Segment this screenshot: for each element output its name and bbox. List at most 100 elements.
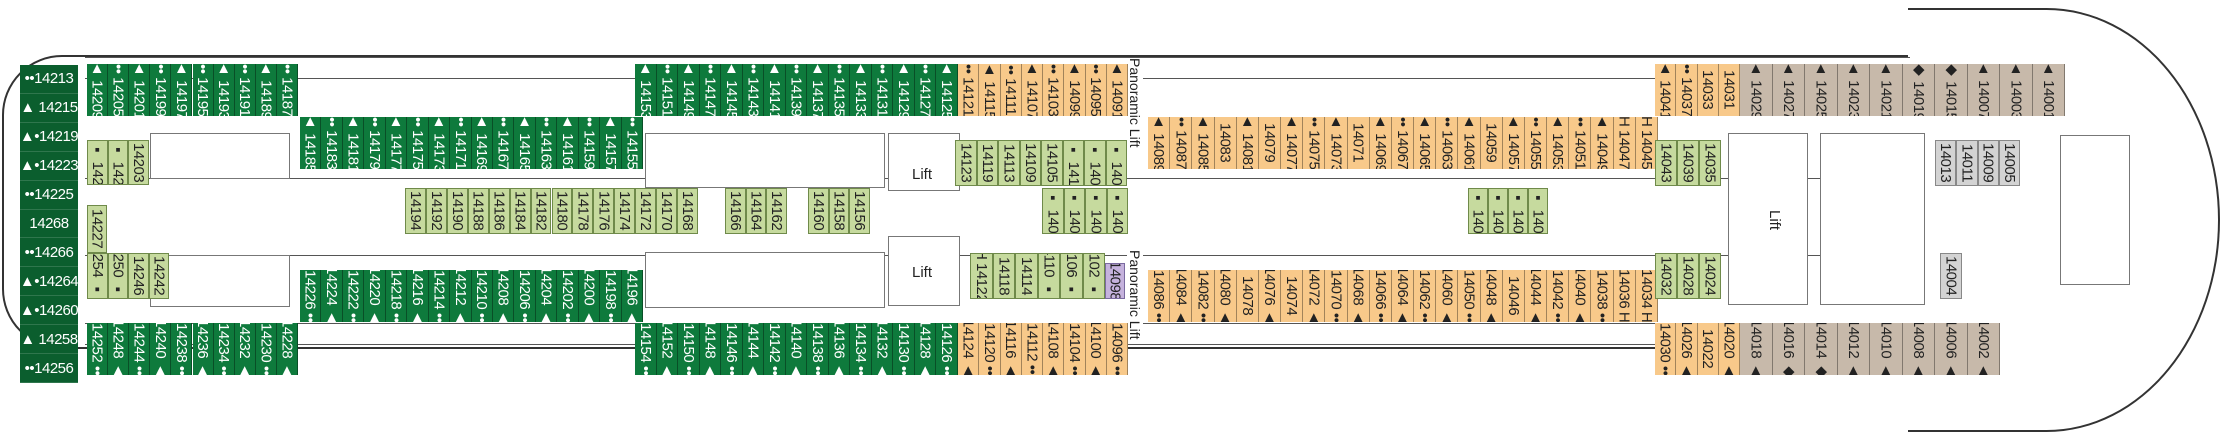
cabin-14192[interactable]: 14192 — [425, 188, 447, 234]
cabin-14119[interactable]: 14119 — [976, 140, 998, 186]
cabin-14134[interactable]: 14134 •• — [850, 323, 872, 375]
cabin-14086[interactable]: 14086 •• — [1148, 270, 1171, 322]
cabin-14024[interactable]: 14024 — [1699, 253, 1721, 299]
cabin-14209[interactable]: ▲ 14209 — [87, 64, 109, 116]
cabin-14191[interactable]: •• 14191 — [234, 64, 256, 116]
cabin-14250[interactable]: 14250 ▪▪ — [107, 253, 128, 299]
cabin-14156[interactable]: 14156 — [849, 188, 870, 234]
cabin-14011[interactable]: 14011 — [1956, 140, 1978, 186]
cabin-14057[interactable]: ▲ 14057 — [1502, 117, 1525, 169]
cabin-14097[interactable]: ▪▪ 14097 — [1084, 140, 1106, 186]
cabin-14063[interactable]: •• 14063 — [1436, 117, 1459, 169]
cabin-14047[interactable]: H 14047 — [1613, 117, 1636, 169]
cabin-14142[interactable]: 14142 •• — [764, 323, 786, 375]
cabin-14198[interactable]: 14198 •• — [600, 270, 622, 322]
cabin-14076[interactable]: 14076 ▲ — [1258, 270, 1282, 322]
cabin-14189[interactable]: ▲ 14189 — [255, 64, 277, 116]
cabin-14199[interactable]: •• 14199 — [150, 64, 172, 116]
cabin-14170[interactable]: 14170 — [656, 188, 678, 234]
cabin-14068[interactable]: 14068 ▲ — [1347, 270, 1370, 322]
cabin-14157[interactable]: ▲ 14157 — [600, 117, 622, 169]
cabin-14031[interactable]: 14031 — [1718, 64, 1740, 116]
cabin-14100[interactable]: 14100 ▲ — [1085, 323, 1107, 375]
cabin-14139[interactable]: •• 14139 — [785, 64, 808, 116]
cabin-14197[interactable]: ▲ 14197 — [171, 64, 193, 116]
cabin-14151[interactable]: •• 14151 — [656, 64, 679, 116]
cabin-14244[interactable]: 14244 •• — [129, 323, 151, 375]
cabin-14053[interactable]: ▲ 14053 — [1547, 117, 1570, 169]
cabin-14232[interactable]: 14232 ▲ — [234, 323, 256, 375]
cabin-14123[interactable]: 14123 — [955, 140, 977, 186]
cabin-14012[interactable]: 14012 ▲ — [1837, 323, 1870, 375]
cabin-14207[interactable]: ▪▪ 14207 — [107, 140, 129, 185]
cabin-14240[interactable]: 14240 ▲ — [150, 323, 172, 375]
cabin-14109[interactable]: 14109 — [1019, 140, 1041, 186]
cabin-14052[interactable]: ▪▪ 14052 — [1528, 188, 1548, 234]
cabin-14074[interactable]: 14074 — [1281, 270, 1304, 322]
cabin-14010[interactable]: 14010 ▲ — [1870, 323, 1903, 375]
cabin-14104[interactable]: 14104 •• — [1064, 323, 1086, 375]
cabin-14111[interactable]: •• 14111 — [1000, 64, 1022, 116]
cabin-14096[interactable]: 14096 •• — [1106, 323, 1128, 375]
cabin-14004[interactable]: 14004 — [1940, 253, 1962, 299]
cabin-14218[interactable]: 14218 •• — [385, 270, 408, 322]
cabin-14040[interactable]: 14040 ▲ — [1569, 270, 1592, 322]
cabin-14088[interactable]: ▪▪ 14088 — [1106, 188, 1128, 234]
cabin-14001[interactable]: ▲ 14001 — [2032, 64, 2065, 116]
cabin-14238[interactable]: 14238 •• — [171, 323, 193, 375]
cabin-14222[interactable]: 14222 •• — [342, 270, 365, 322]
cabin-14140[interactable]: 14140 ▲ — [785, 323, 808, 375]
cabin-14006[interactable]: 14006 ▲ — [1935, 323, 1968, 375]
cabin-14106[interactable]: 14106 ▪▪ — [1060, 253, 1083, 299]
cabin-14234[interactable]: 14234 •• — [213, 323, 235, 375]
cabin-14193[interactable]: ▲ 14193 — [213, 64, 235, 116]
cabin-14029[interactable]: ▲ 14029 — [1740, 64, 1773, 116]
cabin-14200[interactable]: 14200 ▲ — [578, 270, 601, 322]
cabin-14075[interactable]: •• 14075 — [1303, 117, 1326, 169]
cabin-14260[interactable]: ▲•14260 — [20, 296, 78, 326]
cabin-14032[interactable]: 14032 — [1655, 253, 1677, 299]
cabin-14020[interactable]: 14020 ▲ — [1718, 323, 1740, 375]
cabin-14122[interactable]: H 14122 — [970, 253, 993, 299]
cabin-14167[interactable]: •• 14167 — [492, 117, 515, 169]
cabin-14045[interactable]: H 14045 — [1635, 117, 1658, 169]
cabin-14210[interactable]: 14210 •• — [471, 270, 493, 322]
cabin-14181[interactable]: ▲ 14181 — [342, 117, 365, 169]
cabin-14165[interactable]: ▲ 14165 — [514, 117, 536, 169]
cabin-14054[interactable]: ▪▪ 14054 — [1508, 188, 1528, 234]
cabin-14083[interactable]: 14083 — [1214, 117, 1237, 169]
cabin-14186[interactable]: 14186 — [488, 188, 510, 234]
cabin-14036[interactable]: 14036 H — [1613, 270, 1636, 322]
cabin-14049[interactable]: ▲ 14049 — [1591, 117, 1614, 169]
cabin-14179[interactable]: •• 14179 — [364, 117, 386, 169]
cabin-14172[interactable]: 14172 — [635, 188, 657, 234]
cabin-14173[interactable]: ▲ 14173 — [428, 117, 451, 169]
cabin-14112[interactable]: 14112 •• — [1021, 323, 1043, 375]
cabin-14174[interactable]: 14174 — [614, 188, 636, 234]
cabin-14147[interactable]: •• 14147 — [699, 64, 722, 116]
cabin-14039[interactable]: 14039 — [1677, 140, 1699, 186]
cabin-14058[interactable]: ▪▪ 14058 — [1468, 188, 1488, 234]
cabin-14183[interactable]: •• 14183 — [321, 117, 343, 169]
cabin-14153[interactable]: ▲ 14153 — [635, 64, 657, 116]
cabin-14007[interactable]: ▲ 14007 — [1967, 64, 2000, 116]
cabin-14132[interactable]: 14132 ▲ — [871, 323, 894, 375]
cabin-14159[interactable]: •• 14159 — [578, 117, 601, 169]
cabin-14041[interactable]: ▲ 14041 — [1655, 64, 1677, 116]
cabin-14213[interactable]: ••14213 — [20, 65, 78, 94]
cabin-14203[interactable]: 14203 — [128, 140, 149, 185]
cabin-14101[interactable]: ▪▪ 14101 — [1062, 140, 1084, 186]
cabin-14226[interactable]: 14226 •• — [300, 270, 322, 322]
cabin-14089[interactable]: ▲ 14089 — [1148, 117, 1171, 169]
cabin-14201[interactable]: ▲ 14201 — [129, 64, 151, 116]
cabin-14125[interactable]: ▲ 14125 — [936, 64, 958, 116]
cabin-14185[interactable]: ▲ 14185 — [300, 117, 322, 169]
cabin-14227[interactable]: 14227 — [87, 205, 107, 253]
cabin-14254[interactable]: 14254 ▪▪ — [87, 253, 108, 299]
cabin-14013[interactable]: 14013 — [1935, 140, 1957, 186]
cabin-14206[interactable]: 14206 •• — [514, 270, 536, 322]
cabin-14092[interactable]: ▪▪ 14092 — [1063, 188, 1085, 234]
cabin-14169[interactable]: ▲ 14169 — [471, 117, 493, 169]
cabin-14242[interactable]: 14242 — [148, 253, 169, 299]
cabin-14164[interactable]: 14164 — [745, 188, 767, 234]
